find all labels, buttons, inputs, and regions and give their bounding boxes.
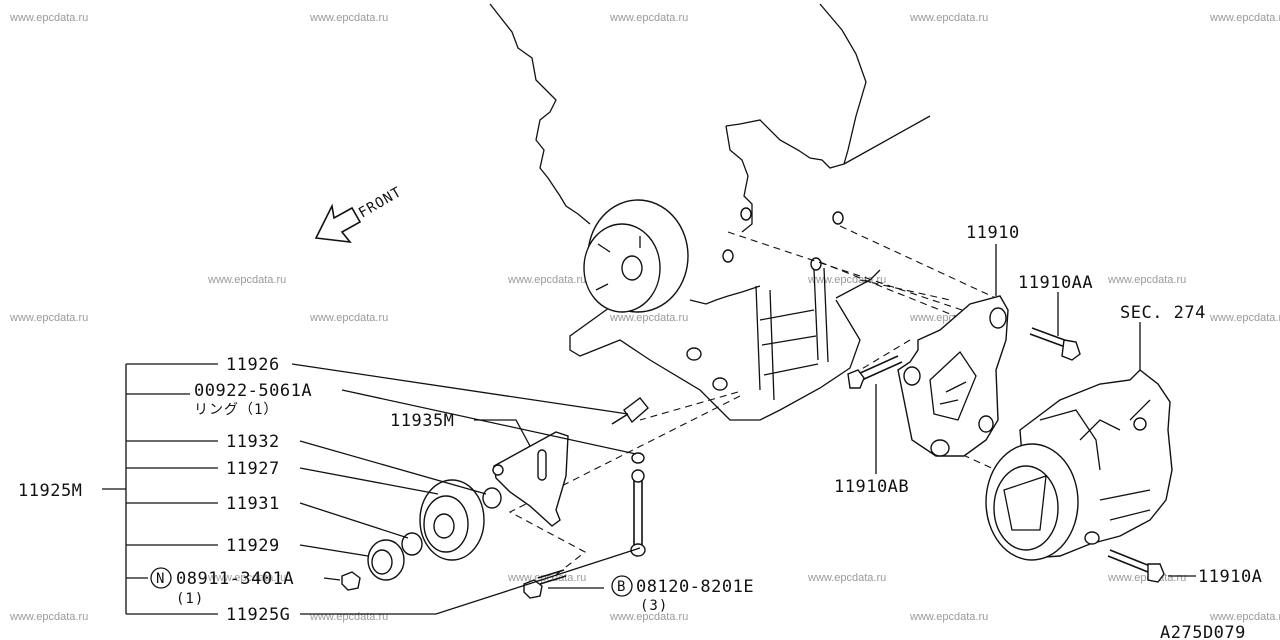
watermark: www.epcdata.ru [309, 611, 388, 623]
watermark: www.epcdata.ru [9, 611, 88, 623]
bolt-11910ab[interactable] [847, 355, 903, 389]
callouts: 11925M 11926 00922-5061A リング（1） 11932 11… [18, 223, 1262, 640]
watermark: www.epcdata.ru [309, 12, 388, 24]
watermark: www.epcdata.ru [609, 312, 688, 324]
assembly-guides [508, 225, 1001, 579]
label-11910a[interactable]: 11910A [1198, 567, 1262, 587]
adjust-bolt-11925g[interactable] [630, 469, 646, 557]
watermark: www.epcdata.ru [1209, 611, 1280, 623]
watermark: www.epcdata.ru [1209, 12, 1280, 24]
bolt-11910aa[interactable] [1029, 327, 1081, 361]
label-11926[interactable]: 11926 [226, 355, 280, 375]
compressor-bracket[interactable] [897, 295, 1009, 457]
watermark: www.epcdata.ru [9, 12, 88, 24]
label-08120-qty: (3) [640, 598, 668, 614]
label-00922-5061a[interactable]: 00922-5061A [194, 381, 312, 401]
watermark: www.epcdata.ru [807, 274, 886, 286]
nut-08911[interactable] [341, 571, 361, 591]
watermark: www.epcdata.ru [207, 572, 286, 584]
marker-n: N [156, 571, 165, 587]
watermark: www.epcdata.ru [1209, 312, 1280, 324]
watermark: www.epcdata.ru [807, 572, 886, 584]
label-08911-3401a[interactable]: 08911-3401A [176, 569, 294, 589]
label-11929[interactable]: 11929 [226, 536, 280, 556]
watermark: www.epcdata.ru [909, 611, 988, 623]
label-08120-8201e[interactable]: 08120-8201E [636, 577, 754, 597]
label-11935m[interactable]: 11935M [390, 411, 454, 431]
spacer-11932[interactable] [482, 487, 502, 509]
label-11910ab[interactable]: 11910AB [834, 477, 909, 497]
washer-11931[interactable] [401, 532, 423, 556]
watermark: www.epcdata.ru [909, 12, 988, 24]
plate-11929[interactable] [367, 539, 405, 581]
watermark: www.epcdata.ru [1107, 572, 1186, 584]
ac-compressor[interactable] [985, 369, 1173, 561]
leader-lines [102, 244, 1196, 615]
diagram-code: A275D079 [1160, 623, 1246, 640]
front-arrow-icon [314, 203, 362, 244]
label-11910aa[interactable]: 11910AA [1018, 273, 1093, 293]
ring-00922[interactable] [631, 452, 645, 464]
stud-11926[interactable] [611, 397, 649, 425]
watermark: www.epcdata.ru [309, 312, 388, 324]
idler-bracket[interactable] [492, 431, 569, 527]
watermark: www.epcdata.ru [609, 12, 688, 24]
watermark: www.epcdata.ru [9, 312, 88, 324]
marker-n-circle [150, 567, 172, 589]
marker-b: B [617, 579, 626, 595]
label-11925m[interactable]: 11925M [18, 481, 82, 501]
label-11910[interactable]: 11910 [966, 223, 1020, 243]
watermark: www.epcdata.ru [609, 611, 688, 623]
watermark: www.epcdata.ru [1107, 274, 1186, 286]
bolt-11910a[interactable] [1107, 549, 1165, 583]
label-sec-274[interactable]: SEC. 274 [1120, 303, 1206, 323]
label-11931[interactable]: 11931 [226, 494, 280, 514]
label-11925g[interactable]: 11925G [226, 605, 290, 625]
engine-block [489, 3, 931, 421]
front-label: FRONT [356, 184, 405, 221]
label-11927[interactable]: 11927 [226, 459, 280, 479]
marker-b-circle [611, 575, 633, 597]
watermark: www.epcdata.ru [507, 274, 586, 286]
label-00922-note: リング（1） [194, 402, 278, 418]
watermark-layer: www.epcdata.ru www.epcdata.ru www.epcdat… [9, 12, 1280, 623]
label-08911-qty: (1) [176, 591, 204, 607]
idler-pulley-11927[interactable] [419, 479, 485, 561]
label-11932[interactable]: 11932 [226, 432, 280, 452]
watermark: www.epcdata.ru [207, 274, 286, 286]
